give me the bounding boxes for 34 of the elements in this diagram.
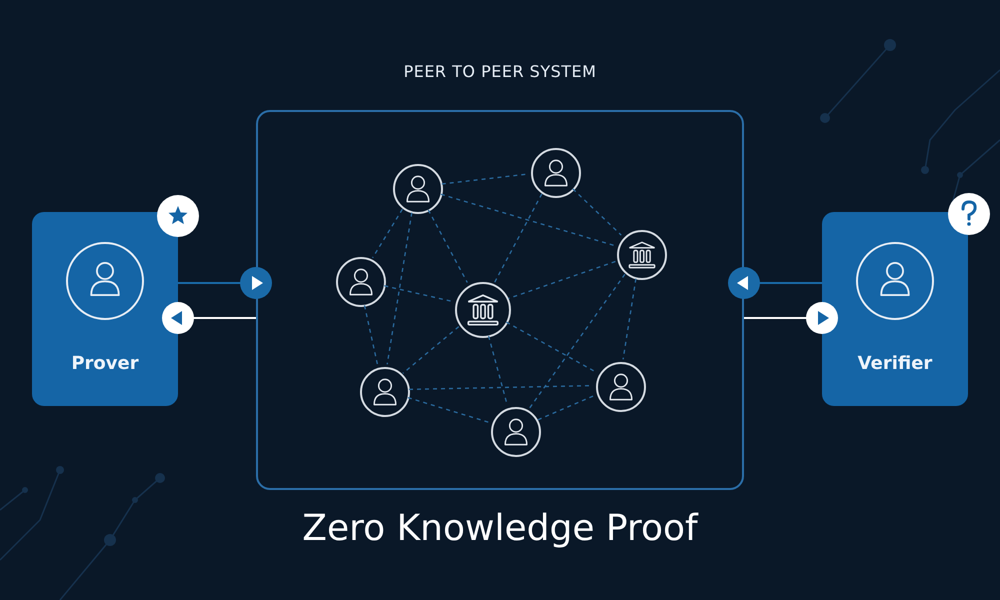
dashed-link — [528, 274, 626, 410]
person-node — [336, 257, 386, 307]
diagram-title: Zero Knowledge Proof — [301, 508, 700, 549]
actor-label: Verifier — [856, 353, 934, 374]
dashed-link — [428, 210, 468, 283]
dashed-link — [408, 396, 490, 424]
person-node — [531, 148, 581, 198]
arrow — [171, 311, 256, 325]
dashed-link — [364, 305, 378, 365]
actor-card — [822, 212, 968, 406]
dashed-link — [508, 260, 616, 300]
dashed-link — [372, 208, 403, 258]
arrow — [744, 311, 829, 325]
person-node — [596, 362, 646, 412]
dashed-link — [442, 173, 528, 185]
arrow — [737, 276, 822, 290]
bank-node — [617, 230, 667, 280]
dashed-link — [572, 188, 622, 236]
dashed-link — [402, 326, 460, 374]
person-node — [360, 367, 410, 417]
dashed-link — [538, 394, 596, 420]
dashed-link — [386, 212, 412, 364]
dashed-link — [384, 285, 453, 302]
person-node — [491, 407, 541, 457]
panel-heading: PEER TO PEER SYSTEM — [402, 62, 598, 81]
bank-node — [455, 282, 511, 338]
actor-label: Prover — [70, 353, 140, 374]
dashed-link — [494, 194, 542, 283]
dashed-link — [506, 322, 597, 373]
dashed-link — [440, 194, 616, 246]
dashed-link — [622, 278, 637, 360]
arrow — [178, 276, 263, 290]
actor-card — [32, 212, 178, 406]
person-node — [393, 164, 443, 214]
